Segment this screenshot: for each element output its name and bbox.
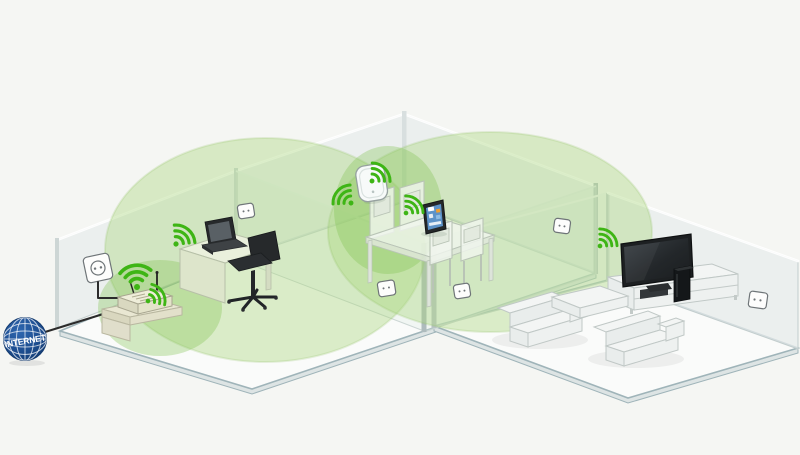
game-console bbox=[673, 265, 694, 303]
tv-base bbox=[646, 283, 672, 292]
wall-outlet bbox=[376, 279, 397, 298]
dining-chair bbox=[460, 217, 484, 288]
sofa bbox=[492, 291, 590, 349]
wifi-router bbox=[116, 271, 174, 315]
office-wall-end-post bbox=[55, 238, 59, 328]
divider-post bbox=[421, 243, 427, 332]
tv bbox=[620, 233, 694, 292]
wall-outlet bbox=[552, 217, 572, 235]
wall-outlet bbox=[236, 202, 256, 220]
internet-globe: INTERNET bbox=[3, 317, 47, 366]
wall-outlet bbox=[452, 282, 472, 300]
coffee-table bbox=[550, 285, 630, 319]
extender-coverage-ellipse bbox=[327, 131, 653, 333]
sofa bbox=[588, 310, 686, 368]
office-chair bbox=[227, 230, 281, 312]
laptop bbox=[200, 216, 249, 255]
wall-outlet bbox=[747, 290, 769, 310]
tablet bbox=[421, 199, 447, 237]
office-power-outlet bbox=[82, 252, 114, 284]
wall-corner-post bbox=[402, 111, 407, 202]
